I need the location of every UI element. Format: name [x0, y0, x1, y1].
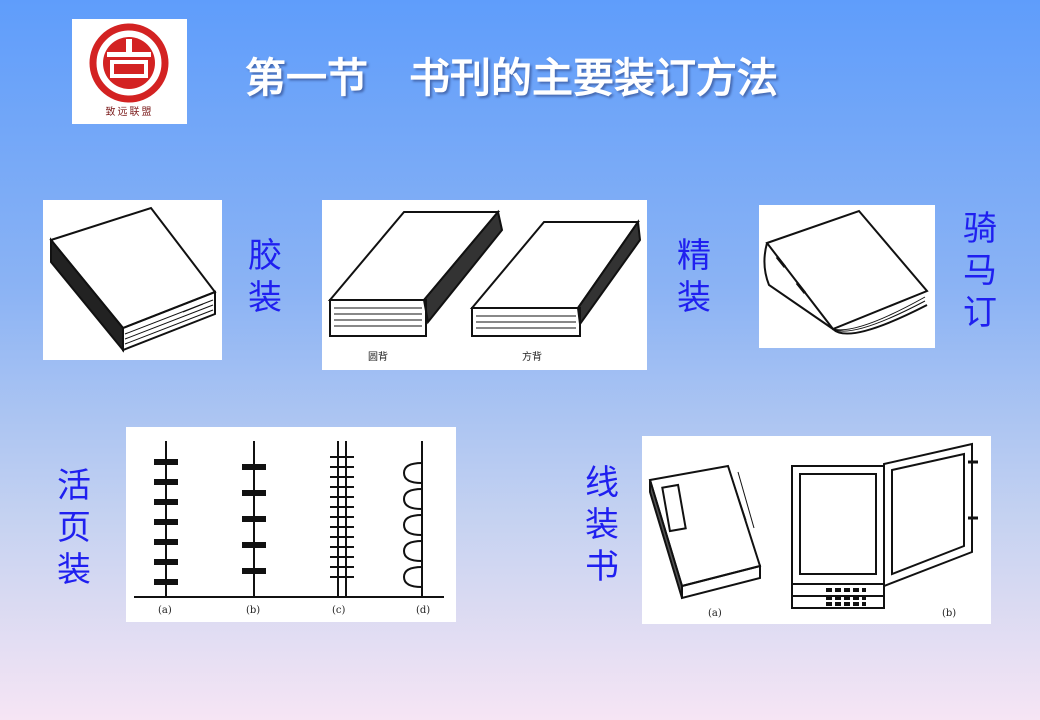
logo-emblem-icon	[89, 23, 169, 103]
page-title: 第一节 书刊的主要装订方法	[245, 54, 778, 102]
logo: 致远联盟	[72, 19, 187, 124]
caption-loose-leaf-b: (b)	[246, 605, 260, 616]
label-loose-leaf: 活页装	[57, 466, 91, 590]
caption-square-back: 方背	[522, 350, 542, 363]
caption-loose-leaf-c: (c)	[332, 605, 346, 616]
caption-thread-b: (b)	[942, 608, 956, 619]
caption-thread-a: (a)	[708, 608, 722, 619]
label-saddle-stitch: 骑马订	[963, 209, 997, 333]
perfect-binding-image	[43, 200, 222, 360]
logo-text: 致远联盟	[105, 107, 154, 118]
thread-bound-image: (a) (b)	[642, 436, 991, 624]
label-thread-bound: 线装书	[585, 463, 619, 587]
caption-round-back: 圆背	[368, 350, 388, 363]
loose-leaf-image: (a) (b) (c) (d)	[126, 427, 456, 622]
caption-loose-leaf-a: (a)	[158, 605, 172, 616]
hardcover-image: 圆背 方背	[322, 200, 647, 370]
saddle-stitch-image	[759, 205, 935, 348]
caption-loose-leaf-d: (d)	[416, 605, 430, 616]
label-hardcover: 精装	[677, 236, 711, 318]
label-perfect-binding: 胶装	[248, 236, 282, 318]
